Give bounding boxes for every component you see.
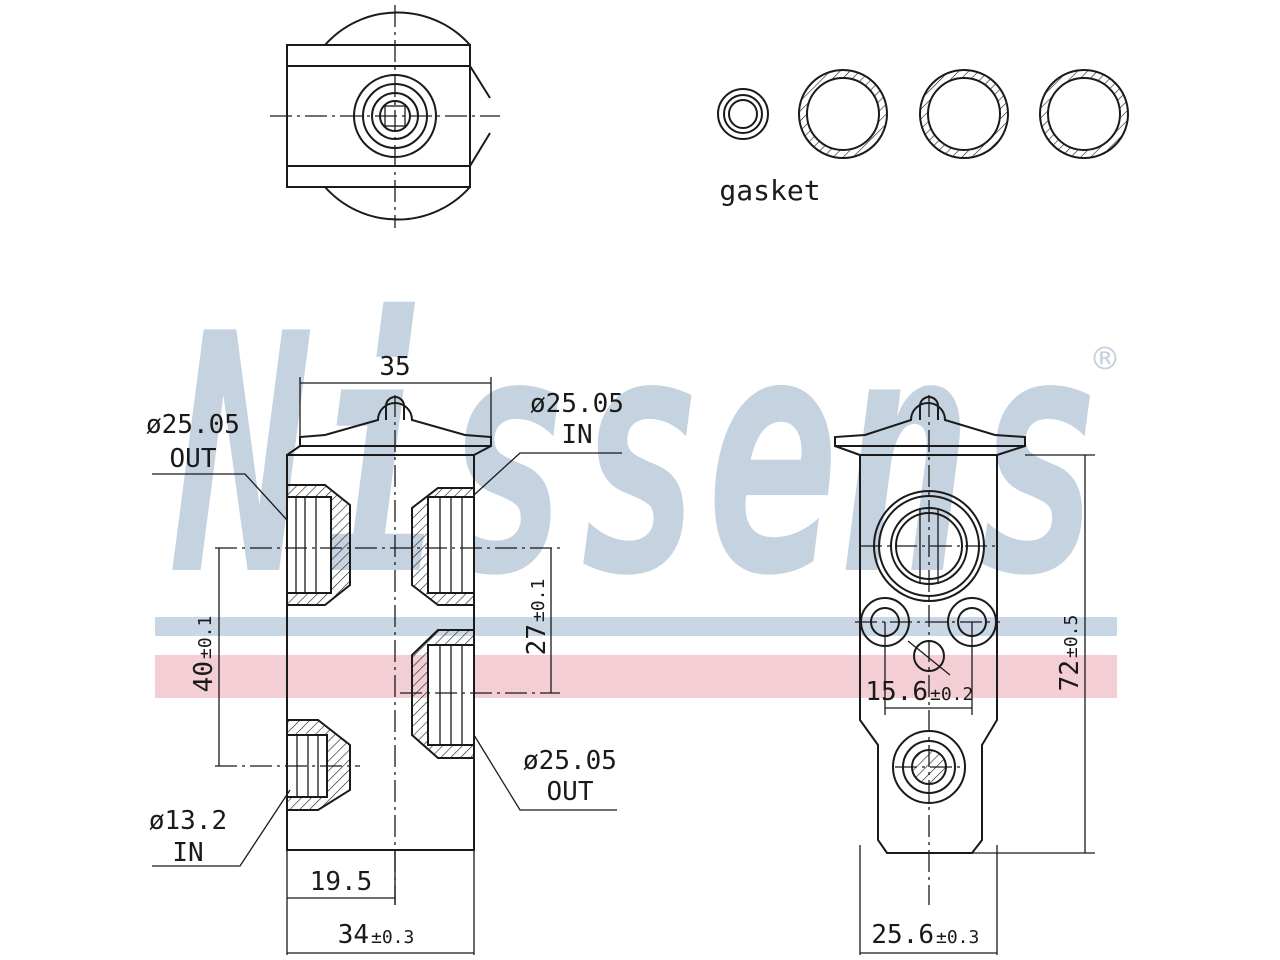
port-top-right-direction: IN [561, 420, 592, 450]
dim-side-height: 72 ±0.5 [1055, 615, 1085, 692]
gasket-rings [717, 69, 1129, 159]
dim-side-width-tol: ±0.3 [936, 927, 979, 948]
dim-side-height-tol: ±0.5 [1061, 615, 1082, 658]
side-view [834, 395, 1095, 955]
dim-side-width-value: 25.6 [871, 920, 934, 950]
dim-body-width-value: 34 [338, 920, 369, 950]
dim-side-port-spacing-tol: ±0.2 [930, 684, 973, 705]
top-view [270, 5, 500, 228]
port-bottom-left-direction: IN [172, 838, 203, 868]
dim-side-height-value: 72 [1055, 660, 1085, 691]
dim-spacing-right: 27 ±0.1 [522, 579, 552, 656]
port-bottom-right-direction: OUT [547, 777, 594, 807]
port-top-left-diameter: ø25.05 [146, 410, 240, 440]
dim-spacing-left-tol: ±0.1 [195, 616, 216, 659]
port-bottom-left-diameter: ø13.2 [149, 806, 227, 836]
dim-spacing-right-value: 27 [522, 624, 552, 655]
dim-side-port-spacing-value: 15.6 [865, 677, 928, 707]
dim-spacing-left-value: 40 [189, 661, 219, 692]
front-view [152, 377, 622, 955]
watermark-red-band [155, 655, 1117, 698]
watermark-registered-mark: ® [1094, 337, 1117, 381]
dim-spacing-left: 40 ±0.1 [189, 616, 219, 693]
dim-spacing-right-tol: ±0.1 [528, 579, 549, 622]
port-top-left-direction: OUT [170, 444, 217, 474]
dim-body-width-tol: ±0.3 [371, 927, 414, 948]
port-bottom-right-diameter: ø25.05 [523, 746, 617, 776]
gasket-label: gasket [719, 174, 820, 207]
watermark: Nissens ® [155, 264, 1117, 698]
port-top-right-diameter: ø25.05 [530, 389, 624, 419]
dim-offset-bottom: 19.5 [310, 867, 373, 897]
dim-width-top: 35 [379, 352, 410, 382]
